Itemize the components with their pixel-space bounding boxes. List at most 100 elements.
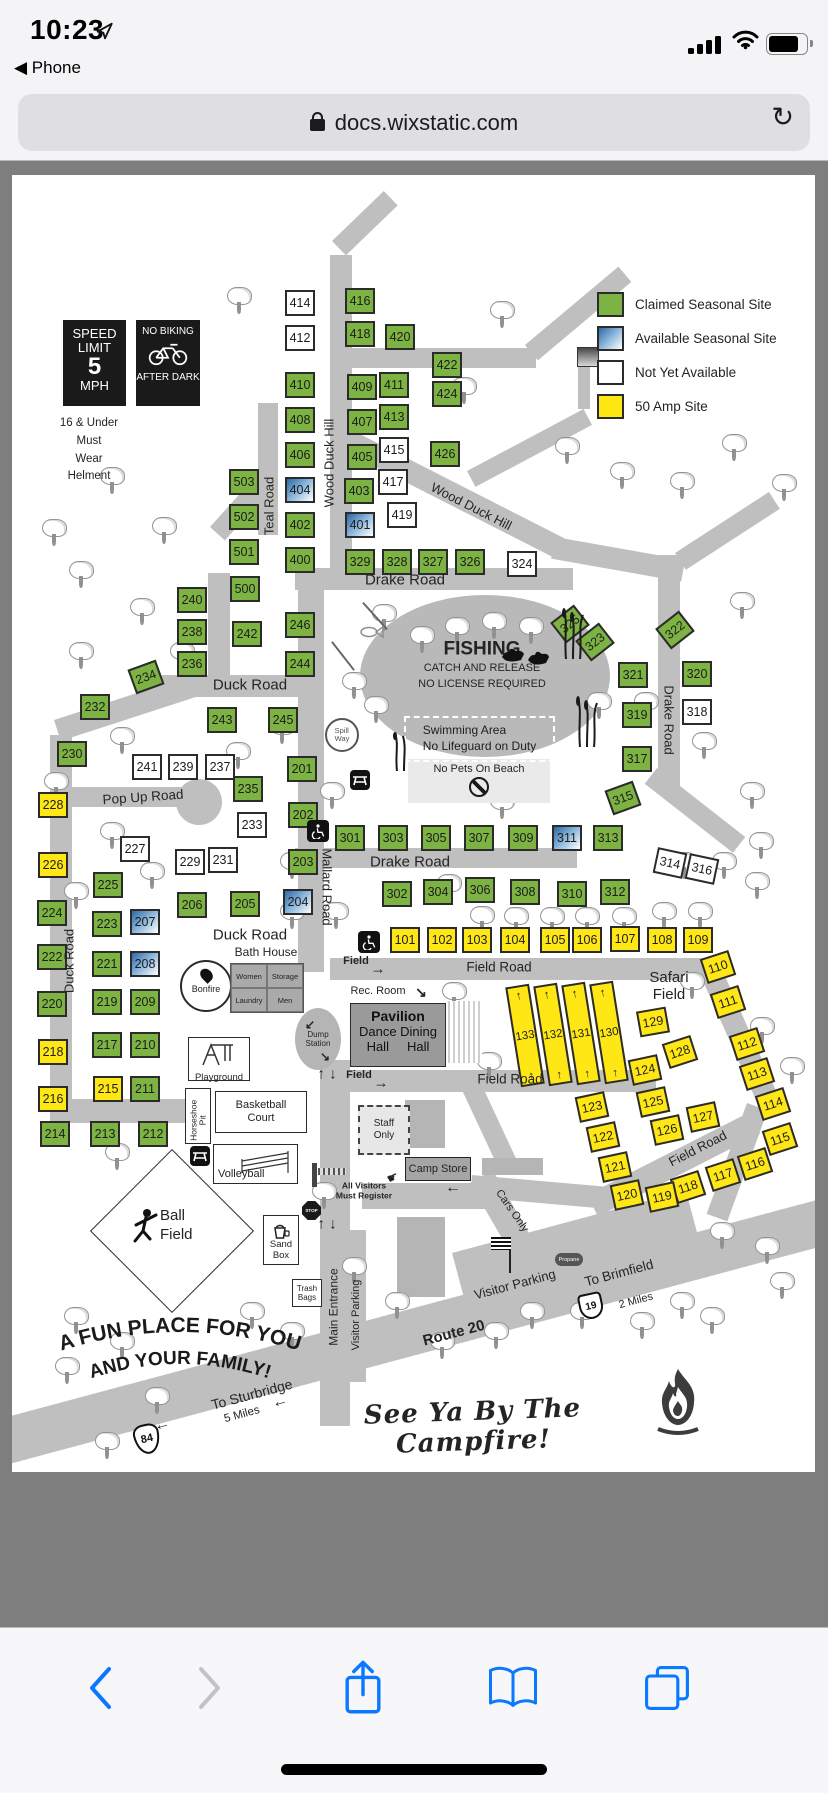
tree-icon [280,1322,306,1352]
site-212: 212 [138,1121,168,1147]
site-314: 314 [652,847,688,879]
site-208: 208 [130,951,160,977]
site-408: 408 [285,407,315,433]
site-207: 207 [130,909,160,935]
site-233: 233 [237,812,267,838]
slogan-line2: AND YOUR FAMILY! [87,1348,274,1383]
site-236: 236 [177,651,207,677]
site-232: 232 [80,694,110,720]
site-243: 243 [207,707,237,733]
flame-icon [197,966,215,984]
tree-icon [64,1307,90,1337]
bath-cell: Laundry [231,988,267,1012]
road [362,1183,486,1209]
road [176,779,222,825]
tree-icon [710,1222,736,1252]
map-label: All Visitors Must Register [335,1180,393,1200]
tree-icon [712,852,738,882]
no-pets-label: No Pets On Beach [433,763,525,775]
site-422: 422 [432,352,462,378]
tree-icon [227,287,253,317]
tree-icon [520,1302,546,1332]
tree-icon [69,561,95,591]
site-420: 420 [385,324,415,350]
map-label: → [373,1074,389,1092]
site-109: 109 [683,927,713,953]
site-304: 304 [423,879,453,905]
basketball-court: Basketball Court [215,1091,307,1133]
home-indicator[interactable] [281,1764,547,1775]
sand-box-label: Sand Box [269,1239,293,1261]
site-203: 203 [288,849,318,875]
share-button[interactable] [331,1656,395,1720]
tree-icon [64,882,90,912]
bath-cell: Men [267,988,303,1012]
site-426: 426 [430,441,460,467]
site-239: 239 [168,754,198,780]
ball-field-label: Ball Field [160,1207,193,1243]
road [675,492,780,570]
site-108: 108 [647,927,677,953]
tree-icon [152,517,178,547]
gate-post [312,1163,317,1187]
tree-icon [482,612,508,642]
site-419: 419 [387,502,417,528]
staff-only-area: Staff Only [358,1105,410,1155]
back-to-app-button[interactable]: ◀ Phone [14,58,81,77]
site-228: 228 [38,792,68,818]
site-106: 106 [572,927,602,953]
tree-icon [484,1322,510,1352]
back-button[interactable] [68,1656,132,1720]
no-biking-line: AFTER DARK [136,372,200,383]
site-number: 130 [598,1025,620,1040]
tabs-button[interactable] [635,1656,699,1720]
site-222: 222 [37,944,67,970]
site-321: 321 [618,662,648,688]
dump-station: Dump Station [295,1008,341,1070]
handicap-icon [358,931,380,953]
volleyball-court: Volleyball [213,1144,298,1184]
site-301: 301 [335,825,365,851]
map-label: Duck Road [212,676,288,694]
forward-button[interactable] [178,1656,242,1720]
site-229: 229 [175,849,205,875]
site-414: 414 [285,290,315,316]
map-label: Field Road [466,959,532,975]
map-label: Rec. Room [350,984,406,997]
map-label: ↘ [415,984,427,1001]
site-407: 407 [347,409,377,435]
legend-swatch-available [597,326,624,351]
legend-row: Available Seasonal Site [597,324,812,358]
flag-pole [509,1243,511,1273]
site-102: 102 [427,927,457,953]
battery-icon [766,33,813,55]
reload-button[interactable]: ↻ [771,102,794,132]
pavilion-line: Dance Dining [358,1024,438,1039]
road [330,958,704,980]
site-231: 231 [208,847,238,873]
site-105: 105 [540,927,570,953]
helmet-notice: 16 & Under Must Wear Helment [59,417,119,483]
site-122: 122 [585,1121,621,1153]
no-biking-line: NO BIKING [142,326,194,337]
pavilion-line: Hall Hall [366,1039,430,1054]
bookmarks-button[interactable] [481,1656,545,1720]
entrance-gate [318,1168,346,1175]
tree-icon [42,519,68,549]
site-201: 201 [287,756,317,782]
site-320: 320 [682,661,712,687]
bath-cell: Storage [267,964,303,988]
address-bar[interactable]: docs.wixstatic.com ↻ [18,94,810,151]
site-503: 503 [229,469,259,495]
site-number: 131 [570,1026,592,1041]
tree-icon [722,434,748,464]
svg-text:AND YOUR FAMILY!: AND YOUR FAMILY! [87,1348,274,1383]
site-127: 127 [685,1101,721,1133]
map-label: FISHING [443,638,521,660]
volleyball-label: Volleyball [218,1168,265,1180]
map-label: Safari Field [649,969,689,1003]
road [67,787,187,807]
site-107: 107 [610,926,640,952]
